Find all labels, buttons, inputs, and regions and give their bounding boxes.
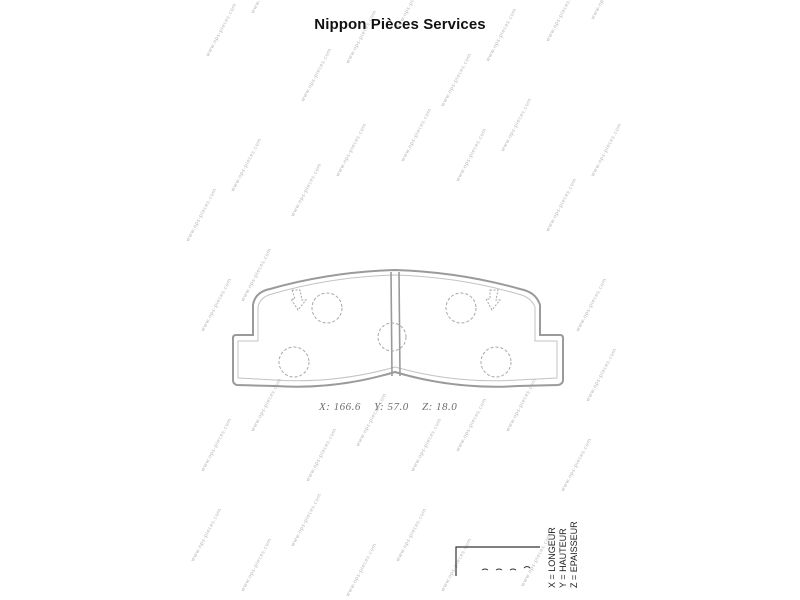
dimension-z: Z: 18.0 [421, 401, 458, 413]
rivet-hole [445, 292, 477, 324]
wear-indicator-left [290, 289, 308, 311]
rivet-hole [377, 322, 407, 352]
brake-pad-inner-outline [237, 274, 558, 382]
legend-tick-marks [481, 566, 531, 571]
legend-x: X = LONGEUR [547, 527, 557, 588]
rivet-hole [311, 292, 343, 324]
brand-title: Nippon Pièces Services [314, 16, 486, 33]
center-slot-right [398, 271, 401, 377]
dimension-x: X: 166.6 [319, 401, 361, 413]
rivet-hole [278, 346, 310, 378]
legend-z: Z = EPAISSEUR [569, 521, 579, 588]
brake-pad-outer-outline [232, 268, 564, 388]
dimension-y: Y: 57.0 [374, 401, 409, 413]
legend-bracket [455, 546, 540, 576]
dimension-legend: X = LONGEUR Y = HAUTEUR Z = EPAISSEUR [547, 521, 580, 588]
wear-indicator-right [485, 289, 502, 311]
legend-y: Y = HAUTEUR [558, 528, 568, 588]
rivet-hole [480, 346, 512, 378]
center-slot-left [390, 271, 393, 377]
dimensions-readout: X: 166.6 Y: 57.0 Z: 18.0 [319, 401, 467, 413]
